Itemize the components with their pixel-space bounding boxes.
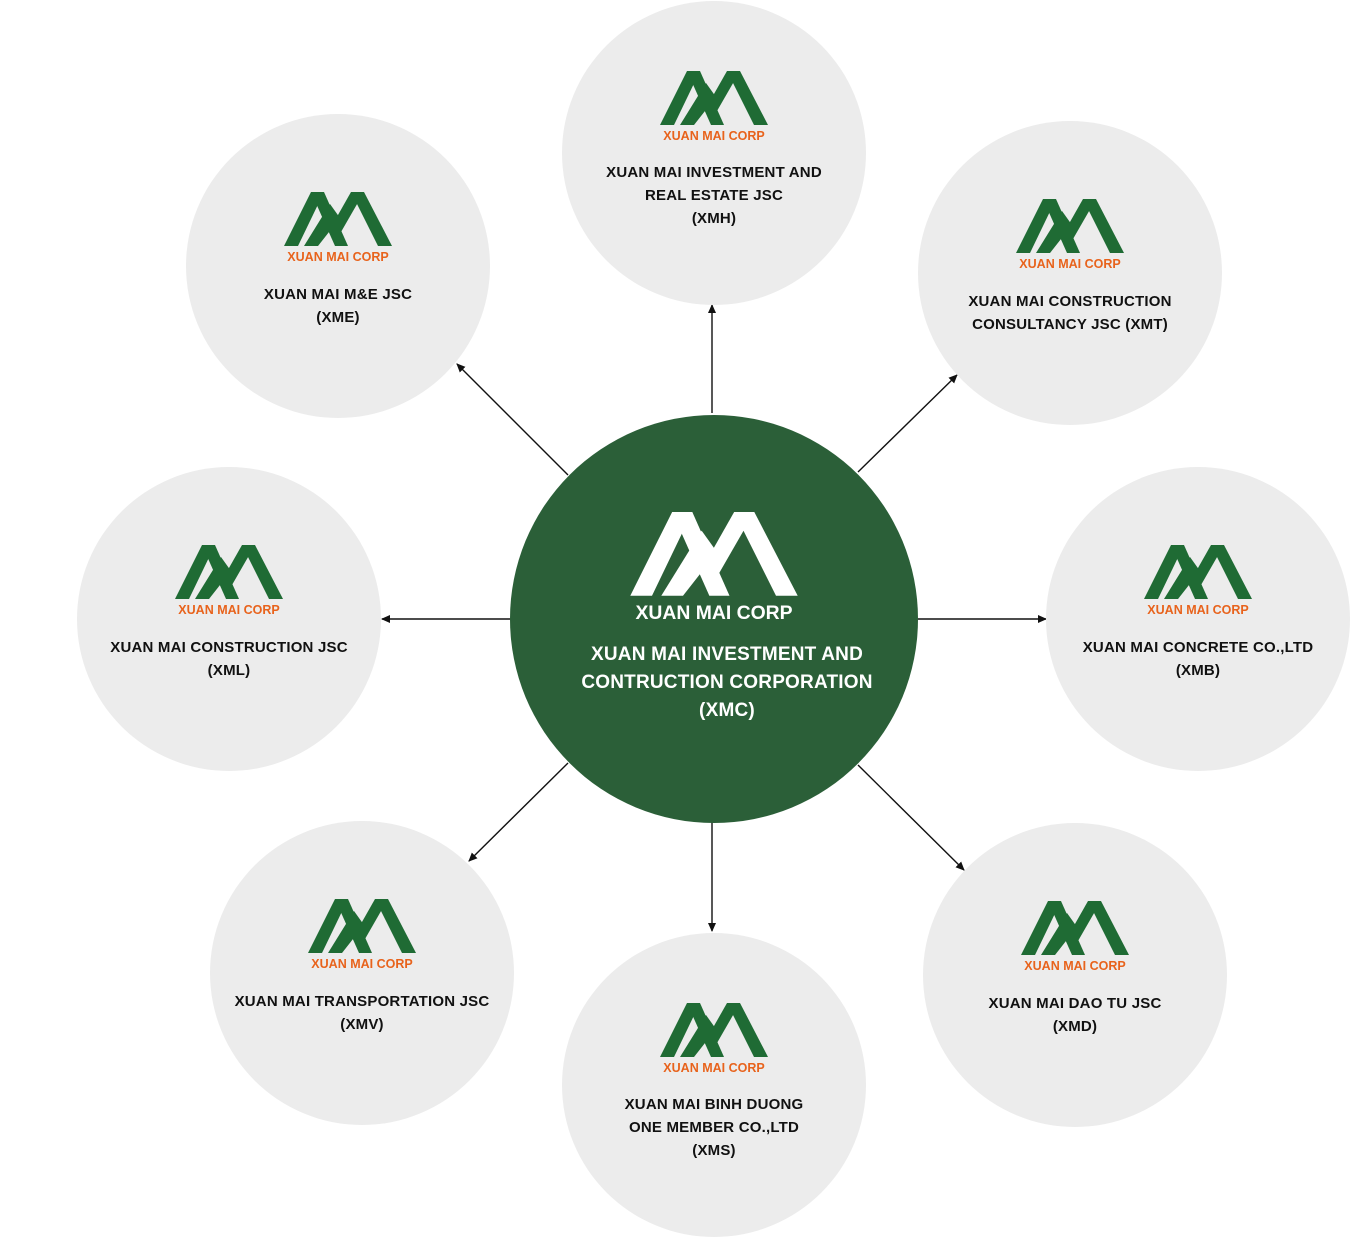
parent-company-label-line: (XMC) — [699, 700, 755, 721]
arrow-to-xmt — [857, 374, 958, 473]
parent-company-logo-wordmark: XUAN MAI CORP — [635, 602, 792, 624]
xmd-logo: XUAN MAI CORP — [1021, 901, 1129, 973]
parent-company-circle — [510, 415, 918, 823]
subsidiary-circle-xmt — [918, 121, 1222, 425]
xmv-logo-mark-icon — [308, 899, 416, 953]
xml-logo-mark-icon — [175, 545, 283, 599]
subsidiary-label-xmd: XUAN MAI DAO TU JSC (XMD) — [945, 992, 1205, 1038]
parent-company-node: XUAN MAI CORP — [510, 415, 918, 823]
subsidiary-circle-xml — [77, 467, 381, 771]
subsidiary-node-xml: XUAN MAI CORP — [77, 467, 381, 771]
xmb-logo-wordmark: XUAN MAI CORP — [1147, 603, 1248, 617]
subsidiary-node-xmt: XUAN MAI CORP — [918, 121, 1222, 425]
subsidiary-label-line: (XME) — [316, 309, 360, 326]
xmt-logo: XUAN MAI CORP — [1016, 199, 1124, 271]
subsidiary-label-line: (XMH) — [691, 210, 737, 227]
subsidiary-label-xmh: XUAN MAI INVESTMENT AND REAL ESTATE JSC (X… — [584, 161, 844, 230]
connector-arrows — [381, 304, 1047, 932]
subsidiary-label-line: (XMV) — [340, 1016, 384, 1033]
subsidiary-label-line: XUAN MAI INVESTMENT AND — [606, 164, 822, 181]
xmt-logo-wordmark: XUAN MAI CORP — [1019, 257, 1120, 271]
subsidiary-nodes: XUAN MAI CORP XUAN MAI CORP XUAN MAI CORP X… — [77, 1, 1350, 1237]
xmh-logo-wordmark: XUAN MAI CORP — [663, 129, 764, 143]
subsidiary-label-line: (XMS) — [692, 1142, 736, 1159]
subsidiary-label-xmt: XUAN MAI CONSTRUCTION CONSULTANCY JSC (XM… — [940, 290, 1200, 336]
xmb-logo-mark-icon — [1144, 545, 1252, 599]
subsidiary-label-line: XUAN MAI CONCRETE CO.,LTD — [1082, 639, 1314, 656]
subsidiary-node-xmh: XUAN MAI CORP — [562, 1, 866, 305]
subsidiary-label-xmb: XUAN MAI CONCRETE CO.,LTD (XMB) — [1068, 636, 1328, 682]
xms-logo-wordmark: XUAN MAI CORP — [663, 1061, 764, 1075]
subsidiary-label-xms: XUAN MAI BINH DUONG ONE MEMBER CO.,LTD (XM… — [584, 1093, 844, 1162]
subsidiary-circle-xms — [562, 933, 866, 1237]
subsidiary-node-xme: XUAN MAI CORP — [186, 114, 490, 418]
parent-company-logo-mark-icon — [630, 512, 798, 596]
xmt-logo-mark-icon — [1016, 199, 1124, 253]
parent-company-label-line: CONTRUCTION CORPORATION — [581, 672, 873, 693]
subsidiary-label-line: (XMB) — [1175, 662, 1221, 679]
arrow-to-xmv — [468, 762, 569, 862]
xmh-logo-mark-icon — [660, 71, 768, 125]
subsidiary-node-xmv: XUAN MAI CORP — [210, 821, 514, 1125]
subsidiary-circle-xmh — [562, 1, 866, 305]
xme-logo-wordmark: XUAN MAI CORP — [287, 250, 388, 264]
subsidiary-label-xmv: XUAN MAI TRANSPORTATION JSC (XMV) — [232, 990, 492, 1036]
subsidiary-node-xmb: XUAN MAI CORP — [1046, 467, 1350, 771]
subsidiary-label-line: ONE MEMBER CO.,LTD — [629, 1119, 799, 1136]
xmv-logo-wordmark: XUAN MAI CORP — [311, 957, 412, 971]
subsidiary-label-line: XUAN MAI TRANSPORTATION JSC — [234, 993, 490, 1010]
parent-company-label-line: XUAN MAI INVESTMENT AND — [590, 644, 863, 665]
arrow-to-xme — [456, 363, 569, 476]
xms-logo-mark-icon — [660, 1003, 768, 1057]
xml-logo: XUAN MAI CORP — [175, 545, 283, 617]
subsidiary-label-line: XUAN MAI DAO TU JSC — [988, 995, 1162, 1012]
xml-logo-wordmark: XUAN MAI CORP — [178, 603, 279, 617]
subsidiary-label-line: XUAN MAI CONSTRUCTION JSC — [110, 639, 348, 656]
subsidiary-node-xmd: XUAN MAI CORP — [923, 823, 1227, 1127]
subsidiary-circle-xmb — [1046, 467, 1350, 771]
xmh-logo: XUAN MAI CORP — [660, 71, 768, 143]
arrow-to-xmd — [857, 764, 965, 871]
subsidiary-label-line: XUAN MAI BINH DUONG — [624, 1096, 804, 1113]
subsidiary-label-line: REAL ESTATE JSC — [644, 187, 784, 204]
subsidiary-circle-xmv — [210, 821, 514, 1125]
xme-logo-mark-icon — [284, 192, 392, 246]
xmd-logo-mark-icon — [1021, 901, 1129, 955]
subsidiary-circle-xme — [186, 114, 490, 418]
xmd-logo-wordmark: XUAN MAI CORP — [1024, 959, 1125, 973]
subsidiary-label-line: XUAN MAI CONSTRUCTION — [968, 293, 1172, 310]
subsidiary-label-line: (XML) — [207, 662, 251, 679]
subsidiary-label-line: (XMD) — [1052, 1018, 1098, 1035]
parent-company-label: XUAN MAI INVESTMENT AND CONTRUCTION CORPO… — [562, 641, 892, 725]
subsidiary-label-line: XUAN MAI M&E JSC — [263, 286, 413, 303]
subsidiary-label-line: CONSULTANCY JSC (XMT) — [972, 316, 1168, 333]
subsidiary-circle-xmd — [923, 823, 1227, 1127]
subsidiary-label-xml: XUAN MAI CONSTRUCTION JSC (XML) — [99, 636, 359, 682]
subsidiary-node-xms: XUAN MAI CORP — [562, 933, 866, 1237]
xme-logo: XUAN MAI CORP — [284, 192, 392, 264]
parent-company-logo: XUAN MAI CORP — [630, 512, 798, 624]
xmb-logo: XUAN MAI CORP — [1144, 545, 1252, 617]
subsidiary-label-xme: XUAN MAI M&E JSC (XME) — [208, 283, 468, 329]
xmv-logo: XUAN MAI CORP — [308, 899, 416, 971]
xms-logo: XUAN MAI CORP — [660, 1003, 768, 1075]
